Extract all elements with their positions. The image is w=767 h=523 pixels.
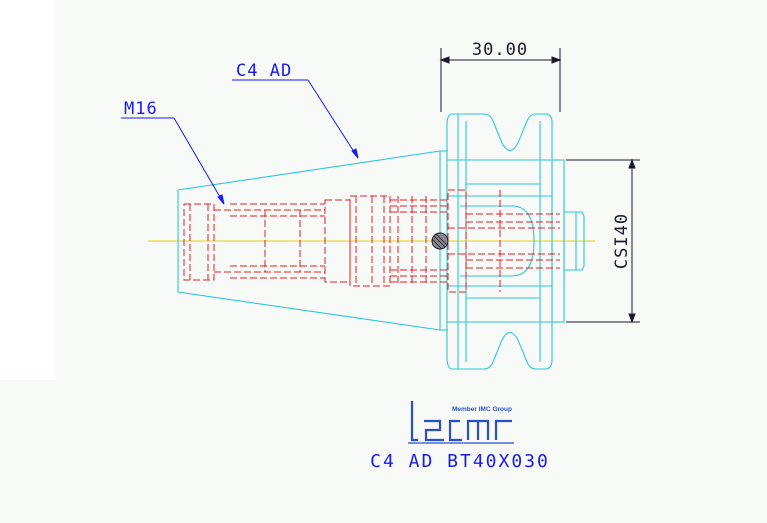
internal-hidden-lines	[183, 189, 560, 293]
callout-thread-label: M16	[124, 99, 158, 119]
dimension-length	[439, 48, 562, 112]
dimension-diameter	[566, 158, 640, 324]
dimension-length-label: 30.00	[472, 40, 528, 60]
logo-wordmark-icon	[410, 401, 512, 442]
iscar-logo: Member IMC Group	[408, 401, 514, 444]
set-screw-section	[431, 232, 449, 250]
callout-thread-leader	[121, 117, 225, 205]
callout-adapter-label: C4 AD	[236, 61, 292, 81]
drawing-area	[55, 0, 767, 380]
taper-outline	[177, 150, 441, 331]
caption-area	[0, 380, 767, 523]
flange-outline	[446, 113, 553, 370]
logo-tagline: Member IMC Group	[452, 406, 512, 413]
part-number-caption: C4 AD BT40X030	[370, 451, 550, 472]
pull-stud-outline	[564, 211, 585, 271]
callout-adapter-leader	[232, 79, 359, 159]
dimension-diameter-label: CSI40	[612, 213, 632, 269]
